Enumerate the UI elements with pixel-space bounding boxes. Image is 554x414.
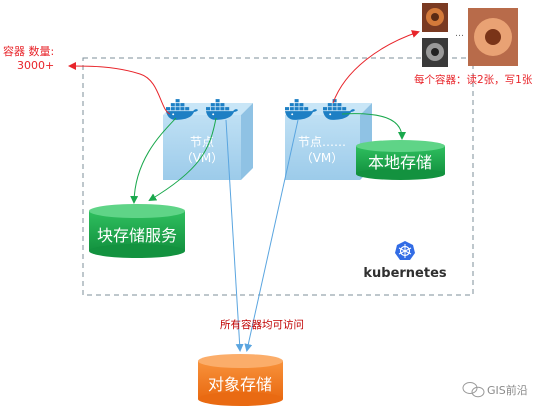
- kubernetes-logo-icon: [395, 241, 415, 260]
- block-storage-arrow: [148, 117, 217, 202]
- object-storage-arrow: [225, 119, 244, 352]
- block-storage-label: 块存储服务: [97, 226, 177, 245]
- read-write-arrow: [332, 30, 420, 104]
- kubernetes-label: kubernetes: [363, 266, 447, 281]
- object-storage-cylinder: 对象存储: [198, 354, 283, 406]
- node1-vm: （VM）: [181, 151, 224, 165]
- node2-label: 节点……: [298, 135, 346, 149]
- local-storage-cylinder: 本地存储: [356, 140, 445, 180]
- container-count-arrow: [68, 62, 171, 115]
- object-storage-arrow: [244, 119, 299, 352]
- node2-vm: （VM）: [301, 151, 344, 165]
- cluster-boundary: [82, 57, 474, 296]
- thumbnail-image: [422, 3, 448, 32]
- all-access-label: 所有容器均可访问: [220, 318, 304, 331]
- thumbnail-image: [422, 38, 448, 67]
- local-storage-label: 本地存储: [368, 153, 432, 172]
- node1-label: 节点: [190, 135, 214, 149]
- container-count-title: 容器 数量:: [3, 44, 54, 58]
- block-storage-cylinder: 块存储服务: [89, 204, 185, 258]
- thumbnail-image: [468, 8, 518, 66]
- per-container-label: 每个容器：读2张，写1张: [414, 73, 533, 86]
- local-storage-arrow: [341, 113, 406, 140]
- watermark-label: GIS前沿: [487, 383, 528, 397]
- wechat-icon: [462, 382, 485, 398]
- thumbnail-ellipsis: …: [455, 29, 464, 39]
- block-storage-arrow: [130, 117, 177, 204]
- container-count-value: 3000+: [17, 59, 54, 72]
- object-storage-label: 对象存储: [208, 375, 272, 394]
